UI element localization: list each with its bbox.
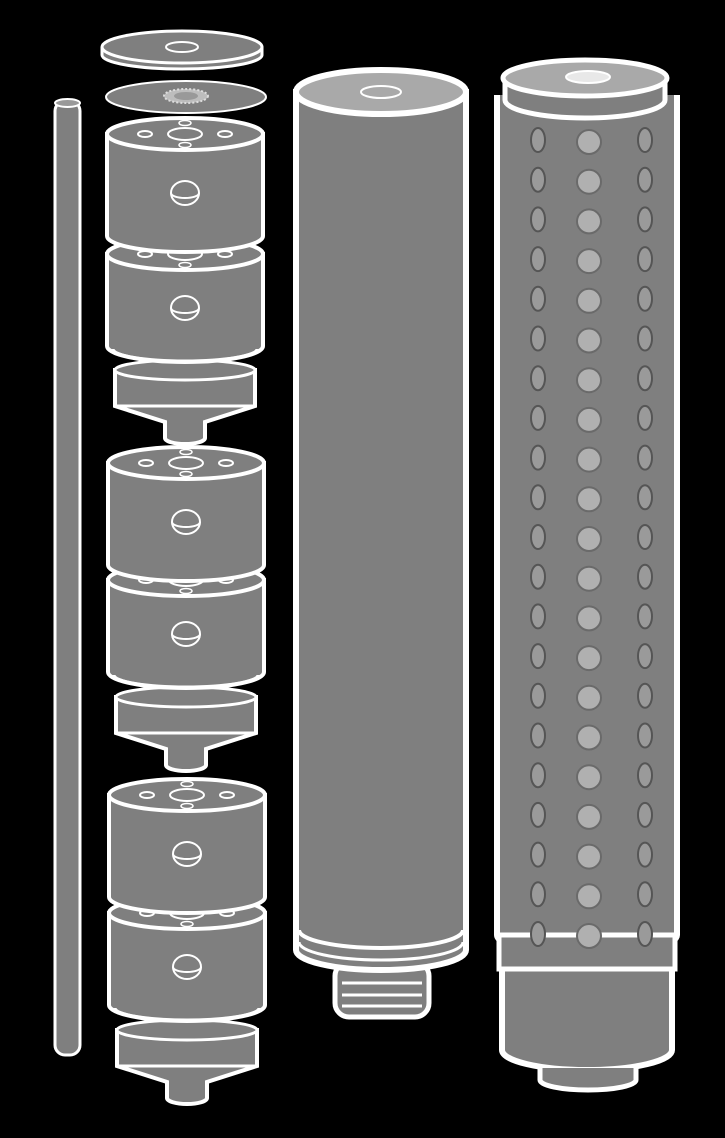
hole-left — [530, 722, 546, 749]
hole-center — [576, 446, 602, 473]
hole-left — [530, 643, 546, 670]
spacer-3 — [115, 1018, 259, 1106]
hole-left — [530, 762, 546, 789]
hole-right — [637, 127, 653, 153]
hole-center — [576, 684, 602, 711]
hole-center — [576, 367, 602, 394]
perforation-holes — [530, 127, 653, 949]
baffle-stack — [105, 116, 267, 1106]
hole-center — [576, 645, 602, 672]
outer-tube — [293, 67, 469, 1020]
hole-left — [530, 444, 546, 471]
hole-center — [576, 168, 602, 195]
hole-right — [637, 246, 653, 273]
hole-left — [530, 841, 546, 868]
washer — [105, 80, 267, 114]
hole-center — [576, 843, 602, 870]
hole-right — [637, 285, 653, 312]
hole-right — [637, 365, 653, 392]
baffle-1a — [105, 116, 265, 254]
hole-center — [576, 327, 602, 354]
hole-left — [530, 801, 546, 828]
skirt-1 — [111, 348, 259, 363]
hole-right — [637, 841, 653, 868]
hole-center — [576, 764, 602, 791]
hole-right — [637, 325, 653, 352]
end-cap — [100, 29, 264, 71]
hole-left — [530, 206, 546, 233]
hole-right — [637, 206, 653, 233]
hole-right — [637, 682, 653, 709]
hole-center — [576, 486, 602, 513]
hole-center — [576, 883, 602, 910]
hole-left — [530, 484, 546, 511]
hole-center — [576, 724, 602, 751]
hole-center — [576, 406, 602, 433]
hole-center — [576, 565, 602, 592]
hole-left — [530, 404, 546, 431]
hole-right — [637, 484, 653, 511]
skirt-2 — [112, 674, 260, 689]
hole-right — [637, 603, 653, 630]
hole-left — [530, 365, 546, 392]
hole-center — [576, 287, 602, 314]
hole-right — [637, 166, 653, 193]
hole-left — [530, 285, 546, 312]
baffle-3a — [107, 777, 267, 915]
hole-left — [530, 127, 546, 153]
hole-right — [637, 801, 653, 828]
hole-left — [530, 325, 546, 352]
hole-center — [576, 605, 602, 632]
baffle-2a — [106, 445, 266, 583]
hole-center — [576, 923, 602, 949]
baffle-3b — [107, 895, 267, 1023]
hole-center — [576, 803, 602, 830]
hole-right — [637, 762, 653, 789]
hole-left — [530, 524, 546, 550]
hole-left — [530, 563, 546, 590]
hole-right — [637, 444, 653, 471]
hole-left — [530, 246, 546, 273]
hole-left — [530, 881, 546, 908]
hole-right — [637, 563, 653, 590]
rod — [53, 98, 82, 1057]
baffle-1b — [105, 236, 265, 364]
skirt-3 — [113, 1007, 261, 1022]
hole-left — [530, 921, 546, 947]
hole-right — [637, 881, 653, 908]
hole-right — [637, 921, 653, 947]
hole-right — [637, 643, 653, 670]
hole-left — [530, 682, 546, 709]
hole-left — [530, 166, 546, 193]
hole-center — [576, 526, 602, 552]
hole-right — [637, 524, 653, 550]
hole-center — [576, 208, 602, 235]
hole-center — [576, 129, 602, 155]
hole-right — [637, 404, 653, 431]
spacer-1 — [113, 358, 257, 446]
hole-left — [530, 603, 546, 630]
hole-right — [637, 722, 653, 749]
spacer-2 — [114, 685, 258, 773]
hole-center — [576, 248, 602, 275]
perforated-tube — [494, 57, 680, 1093]
